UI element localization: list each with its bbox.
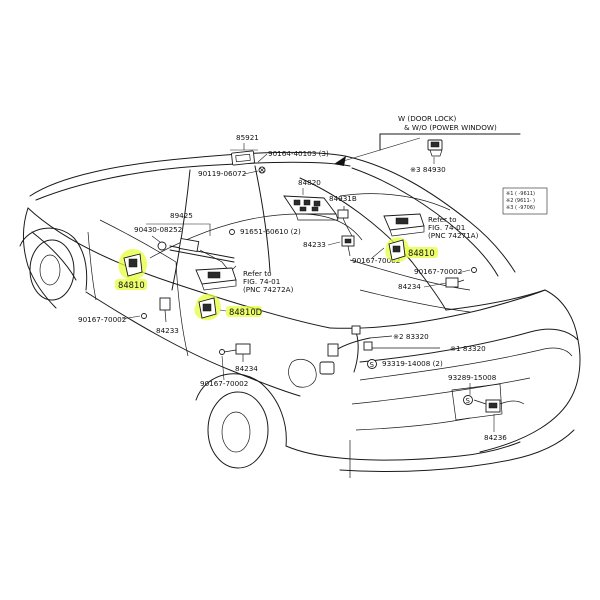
label-90167-lower: 90167-70002 <box>200 379 248 388</box>
label-84810-right: 84810 <box>408 248 435 258</box>
trunk-lock-switch <box>473 399 525 413</box>
switch-84810-right: 84810 <box>385 237 438 263</box>
door-lock-switch-icon <box>383 213 425 237</box>
connector-icon <box>159 297 171 323</box>
label-85921: 85921 <box>236 133 259 142</box>
refer-right-line3: (PNC 74271A) <box>428 231 479 240</box>
label-84931: 84931B <box>329 194 357 203</box>
legend-row-3: ※3 ( -9706) <box>506 205 535 211</box>
module-85921: 85921 <box>230 133 259 166</box>
label-93289: 93289-15008 <box>448 373 497 382</box>
label-84233-center: 84233 <box>303 240 326 249</box>
legend-box: ※1 ( -9611) ※2 (9611- ) ※3 ( -9706) <box>502 187 548 215</box>
inset-part-label: ※3 84930 <box>410 165 446 174</box>
label-90430: 90430-08252 <box>134 225 182 234</box>
screw-icon <box>258 166 266 174</box>
label-84810d: 84810D <box>229 307 262 317</box>
legend-row-2: ※2 (9611- ) <box>506 198 535 204</box>
inset-title-line2: & W/O (POWER WINDOW) <box>404 123 497 132</box>
mirror-switch-icon <box>195 267 237 291</box>
label-91651: 91651-60610 (2) <box>240 227 301 236</box>
connector-icon <box>219 343 251 362</box>
label-90164: 90164-40103 (3) <box>268 149 329 158</box>
screw-icon <box>141 313 147 319</box>
circled-s-icon: S <box>367 359 377 369</box>
refer-right-line1: Refer to <box>428 215 457 224</box>
label-83320-b: ※1 83320 <box>450 344 486 353</box>
label-90167-center: 90167-70002 <box>352 256 400 265</box>
svg-text:S: S <box>466 397 471 405</box>
connector-icon <box>445 277 465 288</box>
switch-84810-left: 84810 <box>115 249 148 290</box>
connector-icon <box>337 206 353 237</box>
label-84236: 84236 <box>484 433 507 442</box>
switch-84810d: 84810D <box>194 293 262 321</box>
refer-left-line1: Refer to <box>243 269 272 278</box>
label-84234-right: 84234 <box>398 282 421 291</box>
connector-icon <box>341 235 355 257</box>
door-lock-actuator-link <box>157 237 237 273</box>
svg-text:S: S <box>370 361 375 369</box>
screw-icon <box>229 229 235 235</box>
window-switch-icon <box>283 195 339 221</box>
refer-right-line2: FIG. 74-01 <box>428 223 465 232</box>
legend-row-1: ※1 ( -9611) <box>506 191 535 197</box>
car-body-outline <box>19 137 581 478</box>
trunk-harness <box>319 325 440 375</box>
label-90167-right: 90167-70002 <box>414 267 462 276</box>
circled-s-icon: S <box>463 395 473 405</box>
label-84820: 84820 <box>298 178 321 187</box>
refer-left-line2: FIG. 74-01 <box>243 277 280 286</box>
screw-icon <box>471 267 477 273</box>
label-90167-left: 90167-70002 <box>78 315 126 324</box>
label-89425: 89425 <box>170 211 193 220</box>
label-83320-a: ※2 83320 <box>393 332 429 341</box>
refer-left-line3: (PNC 74272A) <box>243 285 294 294</box>
label-93319: 93319-14008 (2) <box>382 359 443 368</box>
label-84234-lower: 84234 <box>235 364 258 373</box>
inset-title-line1: W (DOOR LOCK) <box>398 114 456 123</box>
label-84810-left: 84810 <box>118 280 145 290</box>
inset-door-lock: W (DOOR LOCK) & W/O (POWER WINDOW) ※3 84… <box>379 114 521 174</box>
door-lock-switch-icon <box>427 139 443 157</box>
label-90119: 90119-06072 <box>198 169 246 178</box>
label-84233-left: 84233 <box>156 326 179 335</box>
